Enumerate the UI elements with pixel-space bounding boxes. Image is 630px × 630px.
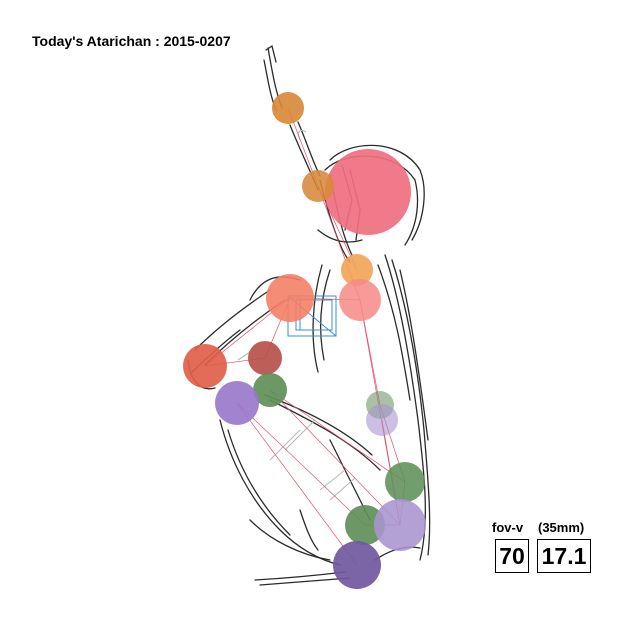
joint-knee-right	[366, 404, 398, 436]
joint-foot-left	[333, 541, 381, 589]
lens-value: 17.1	[541, 542, 587, 569]
joint-ankle-left	[345, 505, 385, 545]
joint-foot-right	[374, 499, 426, 551]
fov-label: fov-v	[492, 520, 524, 535]
fov-value: 70	[499, 542, 525, 569]
joint-shoulder-left	[266, 274, 314, 322]
joint-ankle-right	[385, 462, 425, 502]
joint-knee-left	[215, 381, 259, 425]
joint-hand	[272, 92, 304, 124]
joint-elbow	[183, 344, 227, 388]
fov-value-box[interactable]: 70	[495, 539, 529, 573]
page-title: Today's Atarichan : 2015-0207	[32, 33, 231, 49]
joint-head	[325, 149, 411, 235]
lens-value-box[interactable]: 17.1	[537, 539, 591, 573]
joint-wrist	[302, 170, 334, 202]
joint-neck	[341, 254, 373, 286]
joint-forearm	[248, 341, 282, 375]
joint-shoulder-right	[339, 279, 381, 321]
joint-hip-left	[253, 373, 287, 407]
lens-label: (35mm)	[538, 520, 585, 535]
joint-markers[interactable]	[183, 92, 426, 589]
